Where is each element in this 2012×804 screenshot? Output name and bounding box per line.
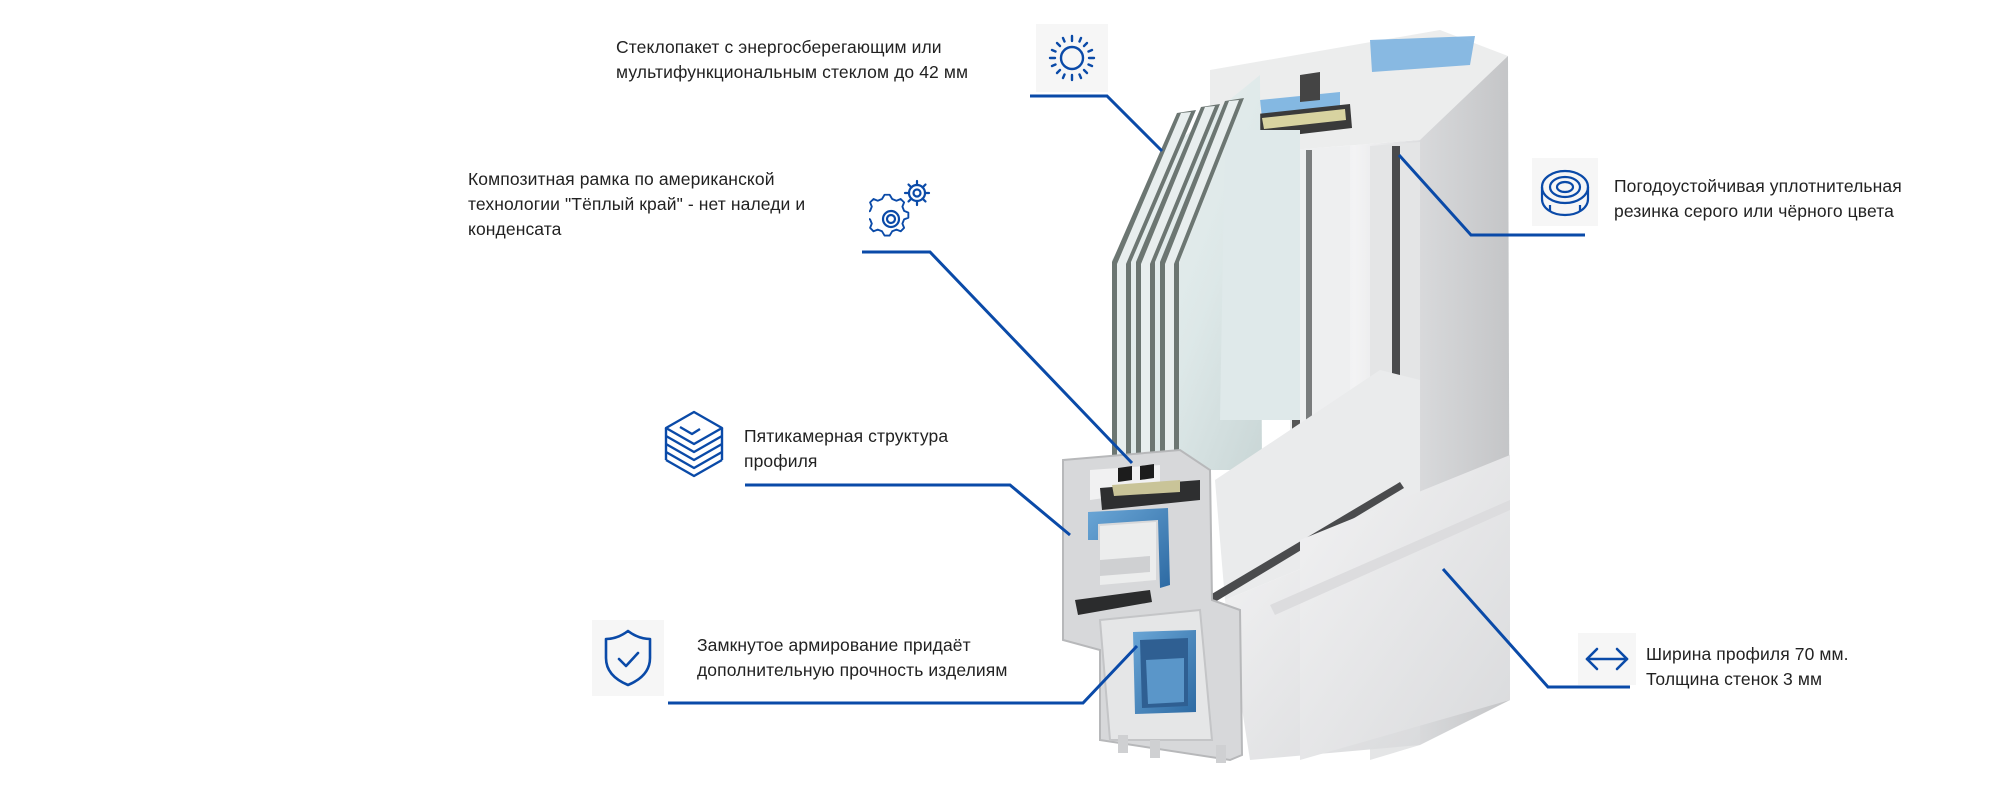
callout-glass-unit: Стеклопакет с энергосберегающим или муль… <box>616 35 968 85</box>
double-arrow-icon <box>1578 633 1636 685</box>
callout-line: Композитная рамка по американской <box>468 169 775 189</box>
leader-line-warm-edge <box>862 250 1134 465</box>
layers-icon <box>658 408 730 484</box>
callout-warm-edge: Композитная рамка по американской технол… <box>468 167 805 242</box>
profile-cross-section <box>1062 448 1244 763</box>
triple-glazing <box>1112 75 1300 470</box>
gears-icon <box>868 176 934 246</box>
leader-lines <box>668 94 1630 705</box>
shield-check-icon <box>592 620 664 696</box>
callout-line: мультифункциональным стеклом до 42 мм <box>616 62 969 82</box>
callout-line: Погодоустойчивая уплотнительная <box>1614 176 1902 196</box>
seal-ring-icon <box>1532 158 1598 226</box>
callout-dimensions: Ширина профиля 70 мм. Толщина стенок 3 м… <box>1646 642 1849 692</box>
callout-seal: Погодоустойчивая уплотнительная резинка … <box>1614 174 1902 224</box>
callout-line: профиля <box>744 451 818 471</box>
callout-line: Замкнутое армирование придаёт <box>697 635 971 655</box>
callout-line: конденсата <box>468 219 562 239</box>
callout-line: дополнительную прочность изделиям <box>697 660 1008 680</box>
callout-reinforcement: Замкнутое армирование придаёт дополнител… <box>697 633 1008 683</box>
callout-line: технологии "Тёплый край" - нет наледи и <box>468 194 806 214</box>
leader-line-glass-unit <box>1030 94 1164 153</box>
sun-icon <box>1036 24 1108 92</box>
leader-line-seal <box>1397 153 1585 237</box>
leader-line-chambers <box>745 483 1071 537</box>
leader-line-dimensions <box>1441 568 1630 689</box>
leader-line-reinforcement <box>668 644 1139 705</box>
callout-line: Стеклопакет с энергосберегающим или <box>616 37 942 57</box>
callout-line: резинка серого или чёрного цвета <box>1614 201 1894 221</box>
callout-line: Ширина профиля 70 мм. <box>1646 644 1849 664</box>
frame-bottom <box>1205 370 1510 760</box>
callout-line: Пятикамерная структура <box>744 426 949 446</box>
callout-chambers: Пятикамерная структура профиля <box>744 424 948 474</box>
callout-line: Толщина стенок 3 мм <box>1646 669 1823 689</box>
